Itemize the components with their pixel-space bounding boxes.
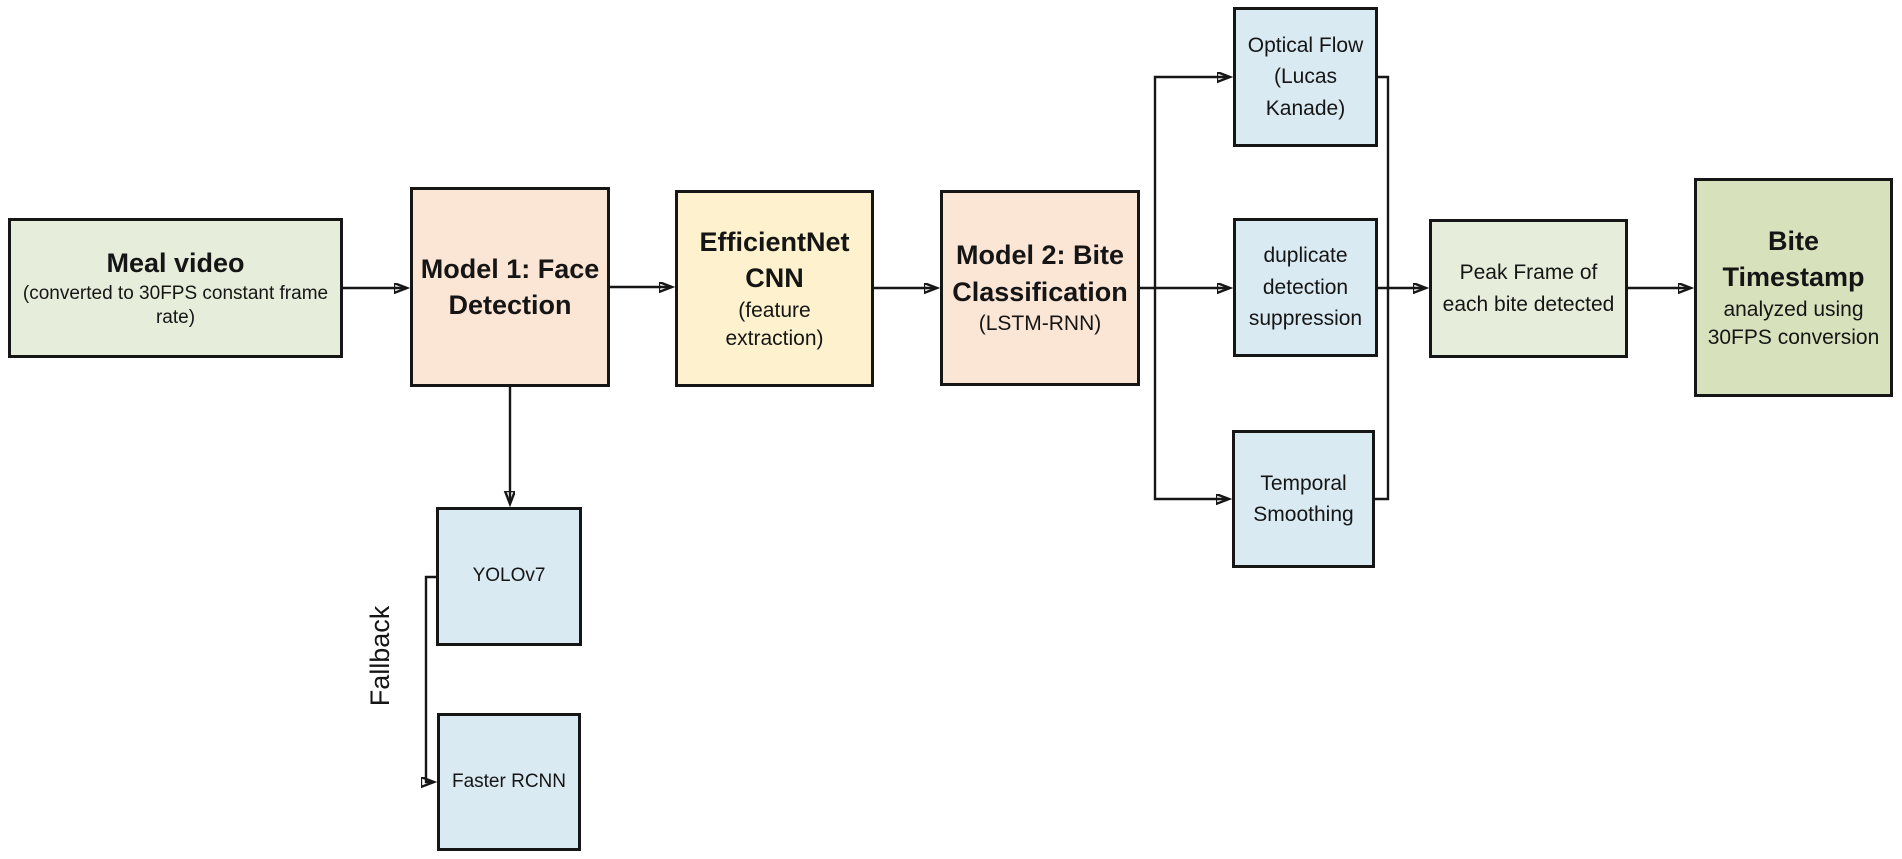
node-duplicate-detection-suppression: duplicate detection suppression bbox=[1233, 218, 1378, 357]
node-text: duplicate detection suppression bbox=[1248, 244, 1363, 331]
node-efficientnet-cnn: EfficientNet CNN (feature extraction) bbox=[675, 190, 874, 387]
node-subtitle: (converted to 30FPS constant frame rate) bbox=[22, 282, 329, 329]
node-bite-timestamp: Bite Timestamp analyzed using 30FPS conv… bbox=[1694, 178, 1893, 397]
node-text: Faster RCNN bbox=[451, 770, 566, 792]
node-peak-frame: Peak Frame of each bite detected bbox=[1429, 219, 1628, 358]
node-optical-flow: Optical Flow (Lucas Kanade) bbox=[1233, 7, 1378, 147]
edge-model2-to-temporal bbox=[1153, 288, 1229, 499]
node-title: Model 2: Bite Classification bbox=[952, 240, 1128, 307]
node-faster-rcnn: Faster RCNN bbox=[437, 713, 581, 851]
node-text: Temporal Smoothing bbox=[1253, 471, 1354, 527]
node-temporal-smoothing: Temporal Smoothing bbox=[1232, 430, 1375, 568]
node-subtitle: (LSTM-RNN) bbox=[978, 312, 1102, 336]
node-yolov7: YOLOv7 bbox=[436, 507, 582, 646]
node-title: Bite Timestamp bbox=[1722, 225, 1865, 293]
node-title: Meal video bbox=[106, 248, 245, 279]
fallback-edge-label: Fallback bbox=[364, 605, 395, 707]
node-model1-face-detection: Model 1: Face Detection bbox=[410, 187, 610, 387]
node-title: EfficientNet CNN bbox=[699, 226, 850, 294]
node-text: YOLOv7 bbox=[472, 565, 546, 587]
node-meal-video: Meal video (converted to 30FPS constant … bbox=[8, 218, 343, 358]
edge-yolo-to-rcnn bbox=[426, 575, 436, 782]
node-text: Optical Flow (Lucas Kanade) bbox=[1247, 33, 1364, 120]
node-text: Peak Frame of each bite detected bbox=[1442, 261, 1615, 316]
node-subtitle: (feature extraction) bbox=[725, 298, 824, 350]
edge-model2-to-optical bbox=[1153, 77, 1230, 288]
node-model2-bite-classification: Model 2: Bite Classification (LSTM-RNN) bbox=[940, 190, 1140, 386]
node-subtitle: analyzed using 30FPS conversion bbox=[1707, 297, 1880, 349]
node-title: Model 1: Face Detection bbox=[420, 253, 600, 320]
